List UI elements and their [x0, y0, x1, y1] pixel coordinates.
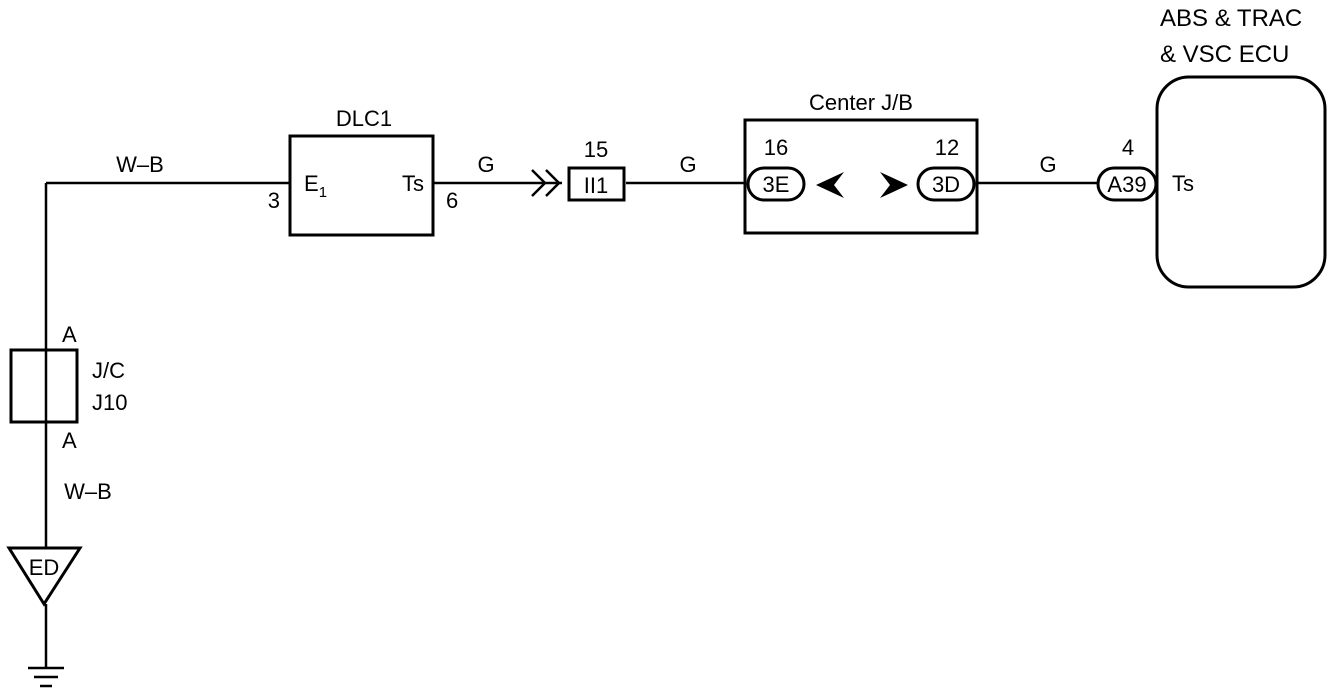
junction-pin-bottom: A	[62, 428, 77, 453]
wire-label-g-3: G	[1039, 152, 1056, 177]
ecu-terminal-ts: Ts	[1172, 171, 1194, 196]
ecu-title-line2: & VSC ECU	[1160, 41, 1289, 68]
ii1-pin: 15	[584, 137, 608, 162]
wire-label-g-1: G	[477, 152, 494, 177]
ii1-connector-label: II1	[584, 173, 608, 198]
center-jb-left-pin: 16	[764, 135, 788, 160]
center-jb-title: Center J/B	[809, 90, 913, 115]
wire-label-g-2: G	[679, 152, 696, 177]
dlc1-terminal-e1: E1	[304, 171, 327, 201]
dlc1-terminal-ts: Ts	[402, 171, 424, 196]
ii1-connector-box	[567, 166, 626, 202]
connector-a39	[1096, 166, 1158, 202]
center-jb-right-pin: 12	[935, 135, 959, 160]
connector-a39-label: A39	[1107, 172, 1146, 197]
ground-symbol-icon	[28, 666, 64, 688]
dlc1-title: DLC1	[336, 106, 392, 131]
wire-label-w-b-bottom: W–B	[64, 479, 112, 504]
junction-pin-top: A	[62, 322, 77, 347]
ecu-pin: 4	[1122, 135, 1134, 160]
wire-label-w-b-top: W–B	[116, 152, 164, 177]
dlc1-box	[288, 134, 435, 237]
ground-point-label: ED	[29, 555, 60, 580]
connector-3e-label: 3E	[763, 172, 790, 197]
dlc1-e1-letter: E	[304, 171, 319, 196]
dlc1-pin-left: 3	[268, 188, 280, 213]
ecu-title-line1: ABS & TRAC	[1160, 5, 1302, 32]
right-arrowhead-icon	[880, 172, 908, 198]
dlc1-e1-subscript: 1	[319, 184, 327, 201]
dlc1-pin-right: 6	[446, 188, 458, 213]
junction-box	[9, 348, 79, 424]
ground-point-triangle	[6, 546, 83, 607]
connector-3d-label: 3D	[932, 172, 960, 197]
left-arrowhead-icon	[816, 172, 844, 198]
connector-3d	[916, 166, 976, 202]
junction-name-line1: J/C	[92, 358, 125, 383]
junction-name-line2: J10	[92, 390, 127, 415]
connector-3e	[746, 166, 806, 202]
inline-connector-chevrons-icon	[531, 169, 561, 197]
